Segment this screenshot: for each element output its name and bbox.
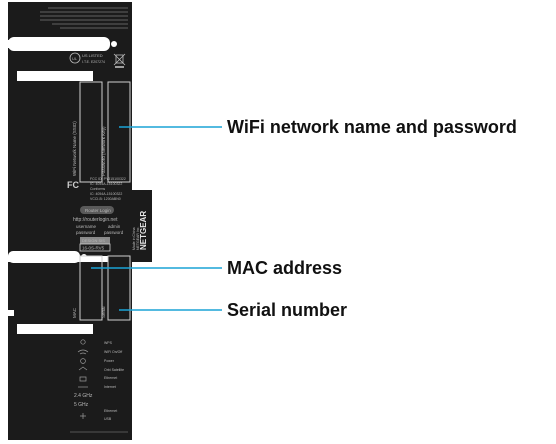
ul-sub: I.T.E. E207274 xyxy=(82,60,105,64)
mac-field xyxy=(79,255,103,321)
callout-mac-label: MAC address xyxy=(227,258,343,278)
led-label: Ethernet xyxy=(104,376,117,380)
brand-logo: NETGEAR xyxy=(139,211,148,250)
wifi-password-field-label: Password (Network Key) xyxy=(101,126,106,176)
router-login-badge xyxy=(80,206,114,214)
led-label: Power xyxy=(104,359,115,363)
serial-field-label: Serial xyxy=(101,306,106,318)
regulatory-text: FCC ID: PY315100322 IC: 4054A-15100322 C… xyxy=(90,177,126,201)
led-legend-labels: WPS WiFi On/Off Power Orbi Satellite Eth… xyxy=(74,341,124,421)
regulatory-line: FCC ID: PY315100322 xyxy=(90,177,126,181)
wps-icon xyxy=(80,339,86,345)
password-value: password xyxy=(104,230,124,235)
led-label: WiFi On/Off xyxy=(104,350,122,354)
ethernet-icon xyxy=(79,376,87,382)
router-login-title: Router Login xyxy=(85,208,111,213)
satellite-icon xyxy=(78,366,88,371)
callout-pointers xyxy=(91,126,222,311)
regulatory-line: IC: 4054A-15100322 xyxy=(90,182,122,186)
serial-field xyxy=(107,255,131,321)
led-label: USB xyxy=(104,417,112,421)
mac-field-label: MAC xyxy=(72,307,77,318)
wifi-name-field-label: WiFi Network Name (SSID) xyxy=(72,121,77,176)
router-login-url: http://routerlogin.net xyxy=(73,217,118,223)
password-label: password xyxy=(76,230,96,235)
led-label: 2.4 GHz xyxy=(74,393,93,399)
ul-listed: US LISTED xyxy=(82,53,103,58)
blank-sticker-bottom xyxy=(17,324,93,334)
callout-serial-label: Serial number xyxy=(227,300,348,320)
callout-wifi-label: WiFi network name and password xyxy=(227,117,517,137)
led-legend xyxy=(77,339,89,419)
ul-mark xyxy=(69,52,81,64)
username-label: username xyxy=(76,224,97,229)
regulatory-line: VCCI-B: 1200ABN0 xyxy=(90,197,121,201)
fcc-mark: FC xyxy=(67,180,79,190)
wifi-password-field xyxy=(107,81,131,183)
label-notch-top xyxy=(8,37,110,51)
ul-mark-text: UL xyxy=(72,56,78,61)
led-label: Orbi Satellite xyxy=(104,368,124,372)
model-badge xyxy=(80,237,110,244)
side-tab-text: NETGEAR Inc. xyxy=(136,226,140,250)
model-badge-line2: 16-0S-RV5 xyxy=(82,246,105,251)
model-badge-lower xyxy=(79,243,111,252)
wifi-icon xyxy=(77,349,89,355)
side-tab-text: Made in China xyxy=(132,227,136,250)
blank-sticker-top xyxy=(17,71,93,81)
led-label: Internet xyxy=(104,385,116,389)
regulatory-line: IC: 4054A-15100322 xyxy=(90,192,122,196)
wifi-name-field xyxy=(79,81,103,183)
username-value: admin xyxy=(108,224,121,229)
label-notch-hole-mid xyxy=(81,254,87,260)
model-badge-line1: DESIGN SIS xyxy=(82,238,105,243)
led-label: 5 GHz xyxy=(74,402,89,408)
top-fine-print xyxy=(40,7,128,29)
label-notch-mid xyxy=(8,251,80,263)
power-icon xyxy=(80,358,86,364)
usb-icon xyxy=(80,413,86,419)
regulatory-line: Conforms xyxy=(90,187,105,191)
led-label: Ethernet xyxy=(104,409,117,413)
label-notch-hole-top xyxy=(111,41,117,47)
led-label: WPS xyxy=(104,341,113,345)
weee-bin-icon xyxy=(113,53,126,68)
